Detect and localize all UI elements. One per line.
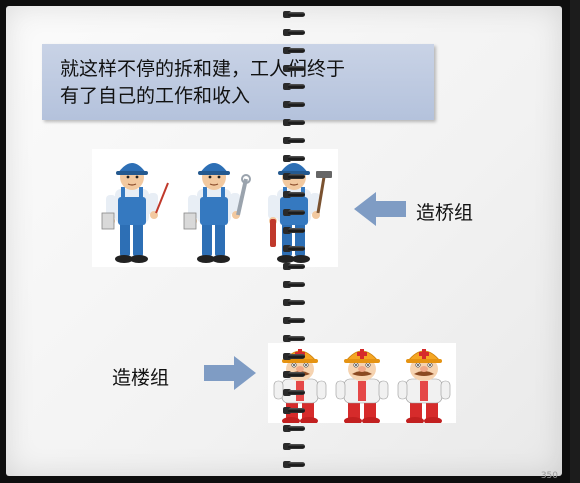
binder-loop: [288, 390, 305, 395]
binder-ring: [282, 190, 306, 199]
binder-hole: [283, 299, 291, 306]
binder-hole: [283, 461, 291, 468]
binder-ring: [282, 10, 306, 19]
binder-hole: [283, 173, 291, 180]
binder-spine: [282, 6, 306, 476]
bridge-team-label: 造桥组: [416, 202, 474, 224]
binder-ring: [282, 334, 306, 343]
binder-loop: [288, 462, 305, 467]
binder-ring: [282, 460, 306, 469]
arrow-left-icon: [354, 192, 406, 226]
binder-loop: [288, 102, 305, 107]
binder-loop: [288, 66, 305, 71]
binder-loop: [288, 30, 305, 35]
binder-hole: [283, 137, 291, 144]
binder-loop: [288, 156, 305, 161]
building-team-label: 造楼组: [112, 367, 170, 389]
binder-ring: [282, 262, 306, 271]
binder-loop: [288, 354, 305, 359]
binder-ring: [282, 100, 306, 109]
binder-hole: [283, 119, 291, 126]
binder-hole: [283, 407, 291, 414]
binder-ring: [282, 226, 306, 235]
binder-loop: [288, 48, 305, 53]
construction-worker-2: [335, 348, 389, 426]
binder-ring: [282, 208, 306, 217]
binder-loop: [288, 444, 305, 449]
binder-loop: [288, 120, 305, 125]
binder-loop: [288, 84, 305, 89]
binder-hole: [283, 191, 291, 198]
binder-ring: [282, 82, 306, 91]
binder-hole: [283, 371, 291, 378]
binder-ring: [282, 118, 306, 127]
binder-ring: [282, 406, 306, 415]
binder-loop: [288, 408, 305, 413]
binder-ring: [282, 388, 306, 397]
binder-hole: [283, 227, 291, 234]
binder-hole: [283, 335, 291, 342]
binder-loop: [288, 210, 305, 215]
engineer-worker-2: [183, 162, 251, 264]
binder-hole: [283, 83, 291, 90]
binder-ring: [282, 244, 306, 253]
binder-ring: [282, 136, 306, 145]
binder-hole: [283, 101, 291, 108]
caption-line-2: 有了自己的工作和收入: [60, 85, 251, 107]
binder-loop: [288, 426, 305, 431]
binder-loop: [288, 300, 305, 305]
notebook-page: 就这样不停的拆和建，工人们终于 有了自己的工作和收入: [6, 6, 562, 476]
binder-hole: [283, 425, 291, 432]
binder-ring: [282, 64, 306, 73]
binder-loop: [288, 192, 305, 197]
caption-line-1: 就这样不停的拆和建，工人们终于: [60, 58, 346, 80]
bridge-team-image: [92, 149, 338, 267]
binder-ring: [282, 298, 306, 307]
construction-worker-3: [397, 348, 451, 426]
engineer-worker-3: [267, 162, 332, 264]
binder-ring: [282, 370, 306, 379]
binder-loop: [288, 12, 305, 17]
binder-hole: [283, 245, 291, 252]
binder-ring: [282, 28, 306, 37]
binder-hole: [283, 65, 291, 72]
binder-hole: [283, 209, 291, 216]
binder-ring: [282, 352, 306, 361]
binder-ring: [282, 154, 306, 163]
binder-hole: [283, 11, 291, 18]
arrow-right-icon: [204, 356, 256, 390]
binder-loop: [288, 318, 305, 323]
bridge-workers-illustration: [101, 162, 332, 264]
binder-hole: [283, 29, 291, 36]
binder-ring: [282, 442, 306, 451]
binder-ring: [282, 316, 306, 325]
binder-loop: [288, 228, 305, 233]
binder-hole: [283, 281, 291, 288]
binder-loop: [288, 282, 305, 287]
binder-loop: [288, 138, 305, 143]
binder-loop: [288, 246, 305, 251]
binder-loop: [288, 174, 305, 179]
engineer-worker-1: [101, 162, 169, 264]
binder-hole: [283, 155, 291, 162]
binder-loop: [288, 372, 305, 377]
page-number: 350: [540, 471, 558, 481]
binder-hole: [283, 353, 291, 360]
binder-loop: [288, 264, 305, 269]
binder-hole: [283, 443, 291, 450]
binder-loop: [288, 336, 305, 341]
binder-hole: [283, 263, 291, 270]
binder-ring: [282, 172, 306, 181]
binder-hole: [283, 389, 291, 396]
story-caption: 就这样不停的拆和建，工人们终于 有了自己的工作和收入: [42, 44, 434, 120]
binder-ring: [282, 280, 306, 289]
binder-hole: [283, 47, 291, 54]
binder-ring: [282, 424, 306, 433]
binder-hole: [283, 317, 291, 324]
binder-ring: [282, 46, 306, 55]
